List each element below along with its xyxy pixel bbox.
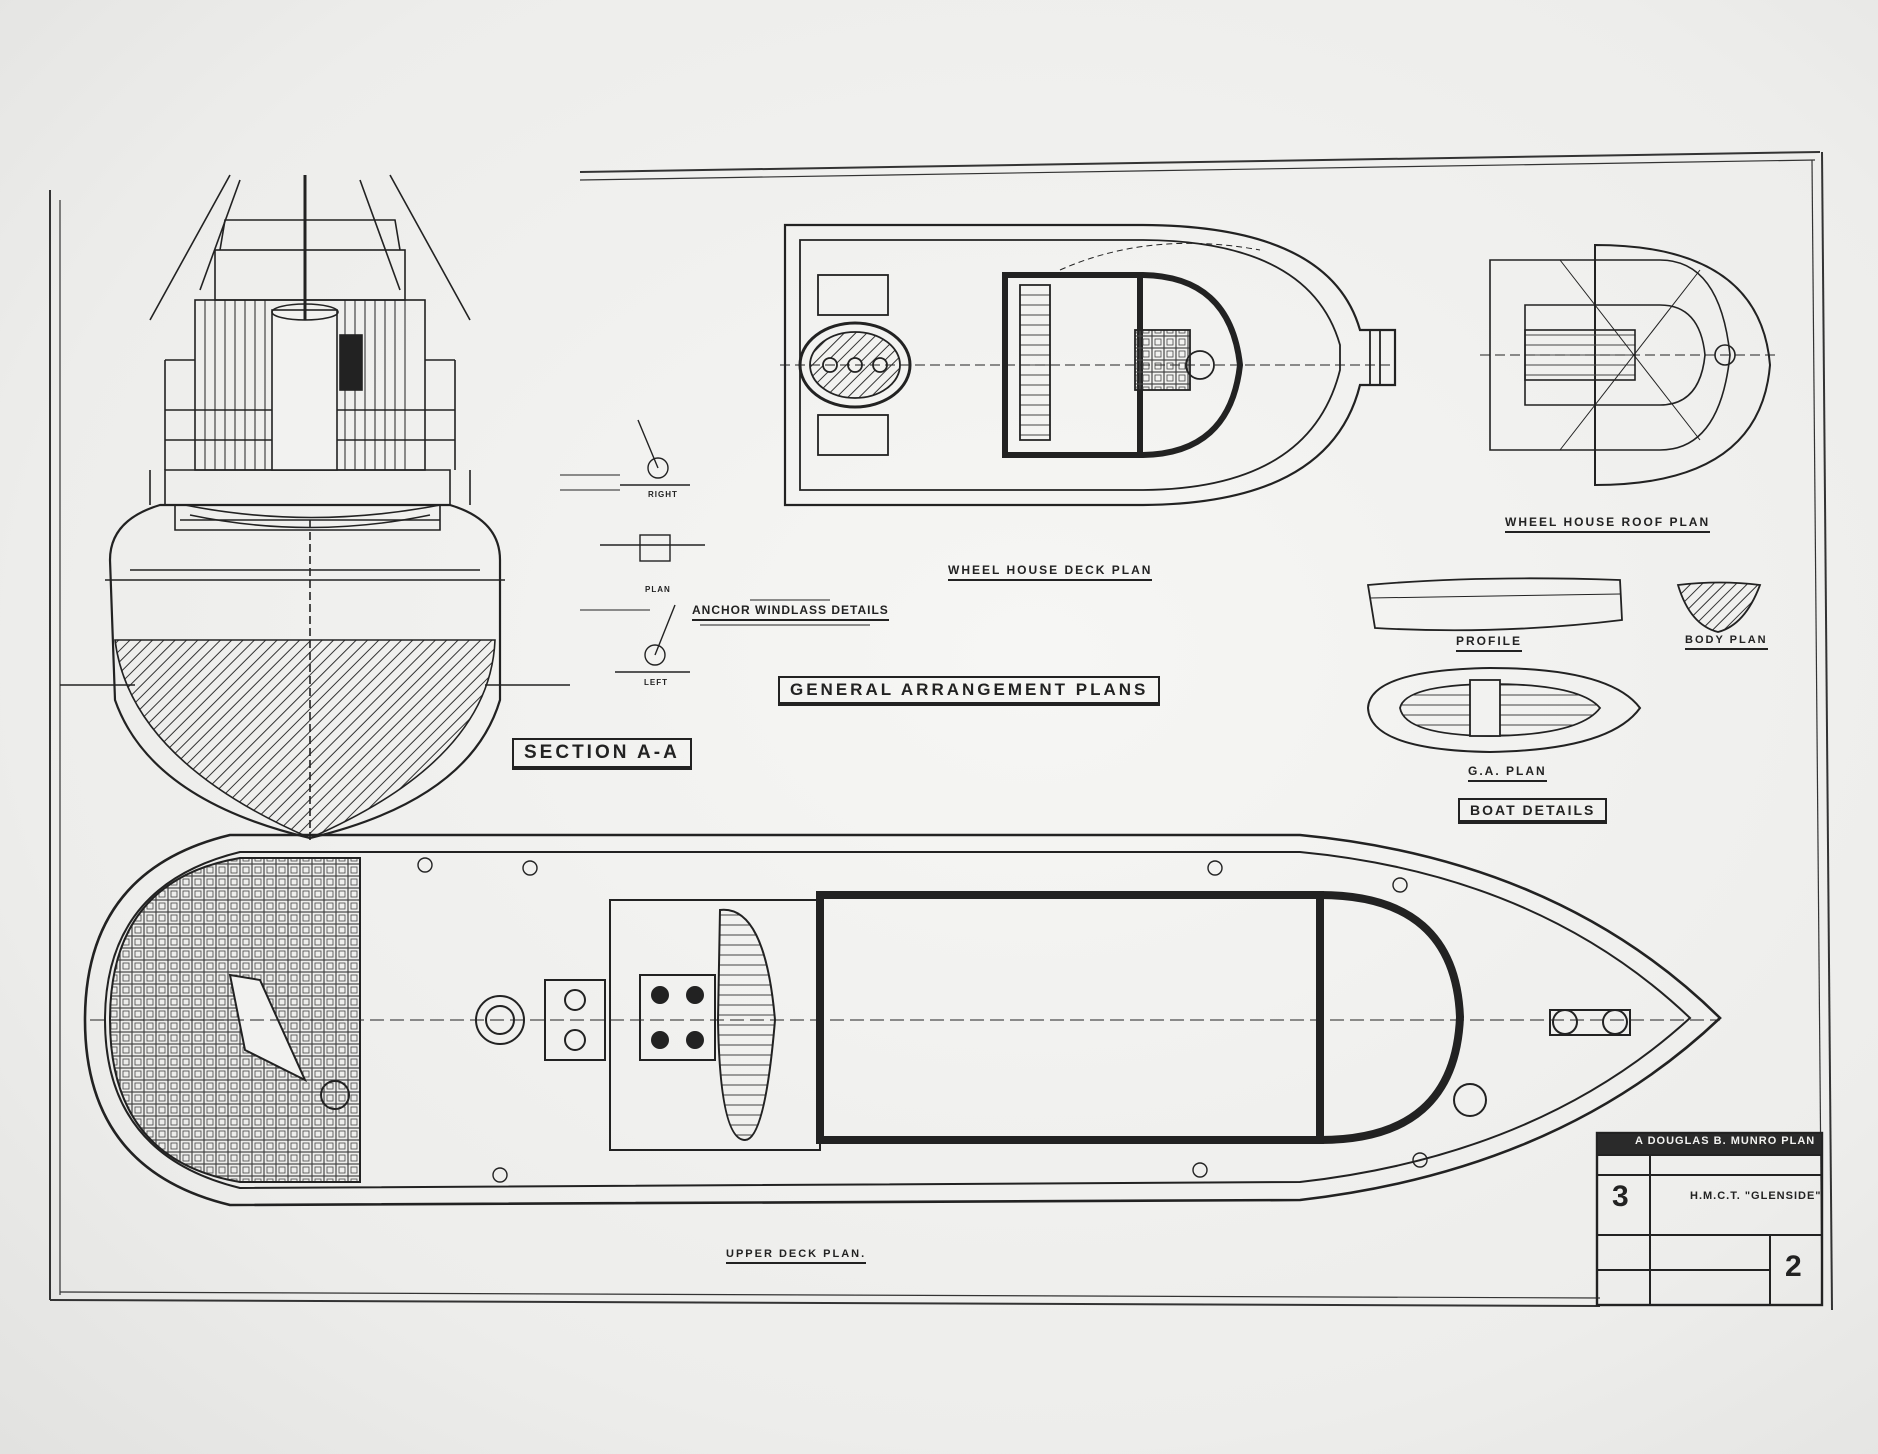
general-arrangement-label: GENERAL ARRANGEMENT PLANS bbox=[778, 676, 1161, 706]
upper-deck-plan-drawing bbox=[83, 833, 1722, 1207]
upper-deck-plan-label: UPPER DECK PLAN. bbox=[726, 1248, 867, 1264]
section-a-a-drawing bbox=[60, 174, 570, 840]
boat-details-label: BOAT DETAILS bbox=[1458, 798, 1608, 824]
wheel-house-roof-plan-label: WHEEL HOUSE ROOF PLAN bbox=[1505, 515, 1711, 533]
title-block-header: A DOUGLAS B. MUNRO PLAN bbox=[1635, 1135, 1816, 1147]
section-a-a-label: SECTION A-A bbox=[512, 738, 692, 770]
windlass-right-label: RIGHT bbox=[648, 490, 678, 499]
profile-label: PROFILE bbox=[1456, 634, 1523, 652]
vessel-name: H.M.C.T. "GLENSIDE" bbox=[1690, 1190, 1822, 1202]
boat-details-drawing bbox=[1366, 577, 1762, 754]
anchor-windlass-sketches bbox=[560, 419, 870, 673]
wheel-house-deck-plan-drawing bbox=[780, 223, 1397, 507]
wheel-house-roof-plan-drawing bbox=[1480, 243, 1780, 487]
wheel-house-deck-plan-label: WHEEL HOUSE DECK PLAN bbox=[948, 563, 1153, 581]
series-number: 3 bbox=[1612, 1180, 1629, 1213]
title-block-frame bbox=[1595, 1131, 1824, 1307]
anchor-windlass-label: ANCHOR WINDLASS DETAILS bbox=[692, 603, 889, 621]
windlass-plan-label: PLAN bbox=[645, 585, 671, 594]
sheet-border bbox=[49, 151, 1833, 1311]
windlass-left-label: LEFT bbox=[644, 678, 668, 687]
sheet-number: 2 bbox=[1785, 1250, 1802, 1283]
ga-plan-label: G.A. PLAN bbox=[1468, 764, 1547, 782]
body-plan-label: BODY PLAN bbox=[1685, 634, 1768, 650]
